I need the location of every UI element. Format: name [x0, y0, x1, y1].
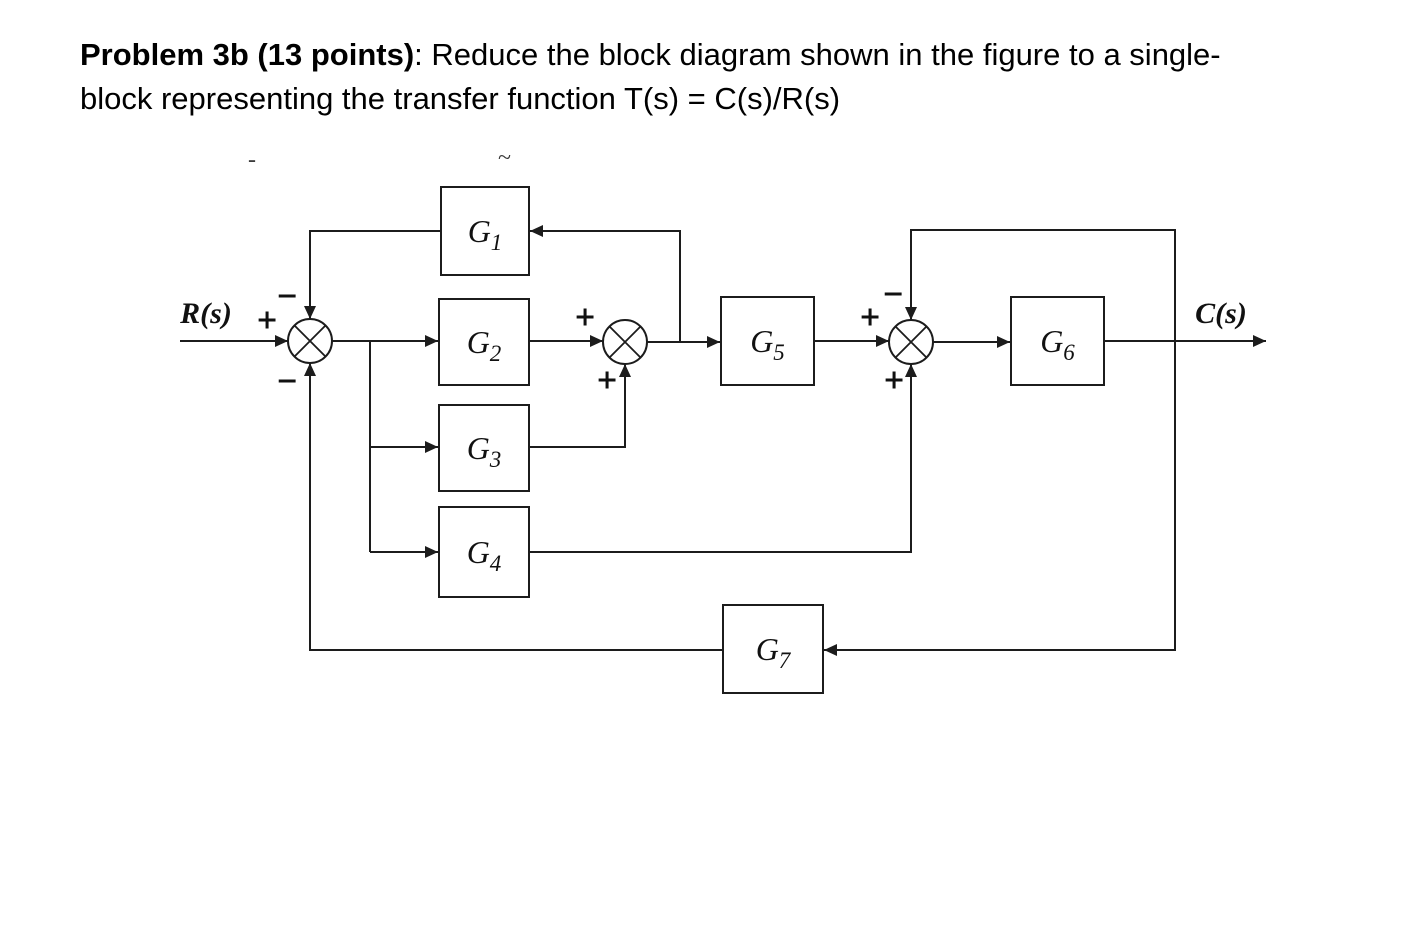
- block-g6: G6: [1010, 296, 1105, 386]
- wire-g1-to-sum1: [304, 230, 440, 319]
- summing-junction-2-x: [608, 325, 642, 359]
- block-g5: G5: [720, 296, 815, 386]
- block-g6-sub: 6: [1063, 339, 1075, 365]
- output-signal-label: C(s): [1195, 297, 1247, 330]
- problem-statement: Problem 3b (13 points): Reduce the block…: [80, 33, 1370, 121]
- block-g7: G7: [722, 604, 824, 694]
- wires: [180, 225, 1266, 656]
- sign-sum3-top: −: [881, 278, 905, 310]
- wire-g7-to-sum1: [304, 363, 722, 651]
- block-g7-sub: 7: [778, 647, 791, 673]
- stray-mark-right: ~: [498, 145, 511, 171]
- block-g2-label: G2: [466, 323, 502, 366]
- sign-sum3-left: +: [858, 301, 882, 333]
- problem-title-bold: Problem 3b (13 points): [80, 37, 415, 72]
- block-g5-letter: G: [750, 322, 774, 359]
- wire-g4-to-sum3: [530, 364, 917, 553]
- wire-g3-to-sum2: [530, 364, 631, 448]
- block-g5-label: G5: [750, 322, 785, 365]
- block-g7-letter: G: [755, 630, 779, 667]
- block-g1: G1: [440, 186, 530, 276]
- block-g1-label: G1: [467, 212, 503, 255]
- block-g3-sub: 3: [489, 446, 502, 472]
- summing-junction-1: [287, 318, 333, 364]
- wire-pickoff-to-g1: [530, 225, 681, 342]
- block-g1-sub: 1: [490, 229, 503, 255]
- wire-feedback-top: [905, 229, 1176, 341]
- block-g2-letter: G: [466, 323, 490, 360]
- block-g4: G4: [438, 506, 530, 598]
- block-g6-letter: G: [1040, 322, 1064, 359]
- stray-mark-left: -: [248, 147, 256, 173]
- sign-sum2-left: +: [573, 301, 597, 333]
- block-g2: G2: [438, 298, 530, 386]
- block-g4-sub: 4: [489, 550, 502, 576]
- sign-sum3-bottom: +: [882, 364, 906, 396]
- block-g1-letter: G: [467, 212, 491, 249]
- block-g3-label: G3: [466, 429, 502, 472]
- summing-junctions: [287, 318, 934, 365]
- summing-junction-1-x: [293, 324, 327, 358]
- input-signal-label: R(s): [180, 297, 232, 330]
- block-g4-label: G4: [466, 533, 502, 576]
- block-g5-sub: 5: [773, 339, 785, 365]
- block-g2-sub: 2: [489, 340, 502, 366]
- block-g6-label: G6: [1040, 322, 1075, 365]
- block-g3-letter: G: [466, 429, 490, 466]
- problem-title-rest: : Reduce the block diagram shown in the …: [414, 37, 1221, 72]
- sign-sum2-bottom: +: [595, 364, 619, 396]
- summing-junction-2: [602, 319, 648, 365]
- summing-junction-3-x: [894, 325, 928, 359]
- summing-junction-3: [888, 319, 934, 365]
- sign-sum1-top: −: [275, 280, 299, 312]
- block-g4-letter: G: [466, 533, 490, 570]
- problem-statement-line2: block representing the transfer function…: [80, 81, 841, 117]
- sign-sum1-bottom: −: [275, 365, 299, 397]
- wire-feedback-to-g7: [824, 341, 1176, 656]
- block-g7-label: G7: [755, 630, 791, 673]
- sign-sum1-left: +: [255, 304, 279, 336]
- block-g3: G3: [438, 404, 530, 492]
- problem-statement-line1: Problem 3b (13 points): Reduce the block…: [80, 33, 1370, 77]
